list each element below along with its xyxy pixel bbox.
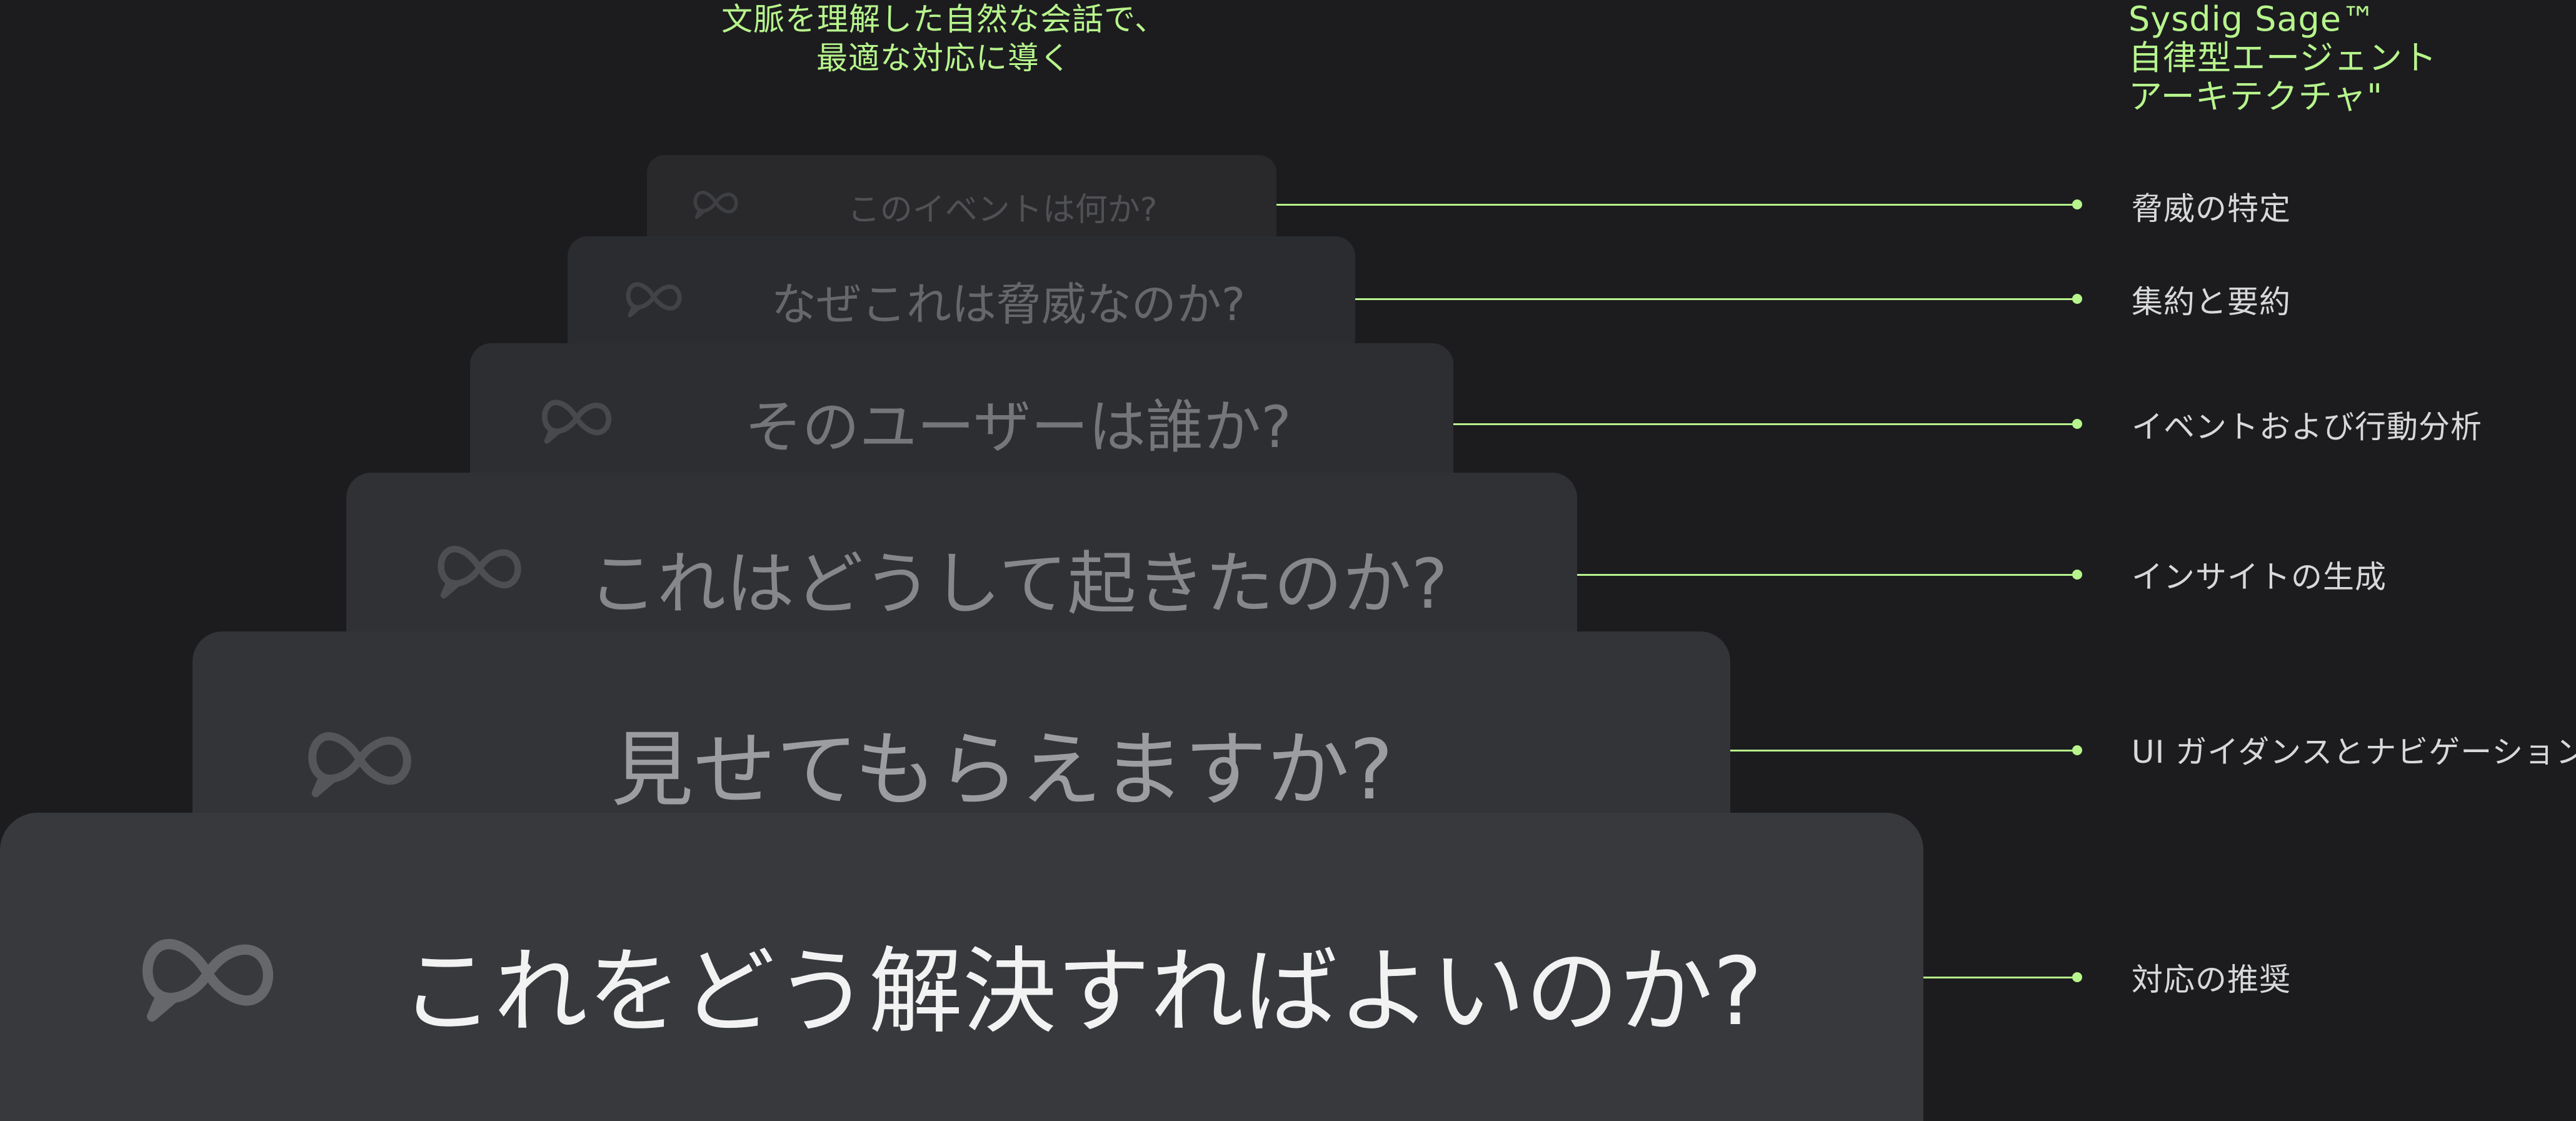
capability-label-6: 対応の推奨 <box>2132 962 2291 998</box>
connector-line-6 <box>1923 977 2075 978</box>
heading-left-line2: 最適な対応に導く <box>816 40 1071 76</box>
connector-dot-5 <box>2072 745 2082 755</box>
connector-dot-4 <box>2072 570 2082 580</box>
connector-dot-6 <box>2072 972 2082 982</box>
sage-chat-icon <box>538 391 616 448</box>
heading-left: 文脈を理解した自然な会話で、 最適な対応に導く <box>631 0 1256 78</box>
connector-dot-3 <box>2072 419 2082 429</box>
heading-left-line1: 文脈を理解した自然な会話で、 <box>721 1 1166 38</box>
sage-chat-icon <box>302 719 418 803</box>
sage-chat-icon <box>433 535 526 603</box>
question-card-2: なぜこれは脅威なのか? <box>568 236 1355 359</box>
question-text-1: このイベントは何か? <box>847 191 1158 229</box>
question-text-4: これはどうして起きたのか? <box>588 544 1448 624</box>
connector-dot-2 <box>2072 294 2082 304</box>
capability-label-1: 脅威の特定 <box>2132 191 2291 227</box>
question-text-3: そのユーザーは誰か? <box>744 394 1291 461</box>
sage-chat-icon <box>134 922 281 1028</box>
sage-chat-icon <box>623 275 685 321</box>
sage-chat-icon <box>691 185 741 223</box>
capability-label-4: インサイトの生成 <box>2132 559 2387 595</box>
capability-label-2: 集約と要約 <box>2132 284 2291 320</box>
connector-line-2 <box>1355 298 2075 300</box>
connector-line-1 <box>1276 204 2075 206</box>
question-text-5: 見せてもらえますか? <box>611 722 1393 818</box>
heading-right-line3: アーキテクチャ" <box>2128 77 2383 116</box>
capability-label-5: UI ガイダンスとナビゲーション <box>2132 734 2576 770</box>
question-card-3: そのユーザーは誰か? <box>470 343 1453 498</box>
heading-right-line1: Sysdig Sage™ <box>2128 0 2376 39</box>
question-text-2: なぜこれは脅威なのか? <box>771 278 1246 331</box>
connector-dot-1 <box>2072 199 2082 209</box>
connector-line-3 <box>1453 423 2075 425</box>
heading-right-line2: 自律型エージェント <box>2128 38 2437 78</box>
connector-line-5 <box>1730 750 2075 752</box>
question-text-6: これをどう解決すればよいのか? <box>400 938 1763 1047</box>
connector-line-4 <box>1577 574 2075 576</box>
capability-label-3: イベントおよび行動分析 <box>2132 409 2482 445</box>
question-card-6: これをどう解決すればよいのか? <box>0 813 1923 1121</box>
heading-right: Sysdig Sage™ 自律型エージェント アーキテクチャ" <box>2128 0 2566 116</box>
